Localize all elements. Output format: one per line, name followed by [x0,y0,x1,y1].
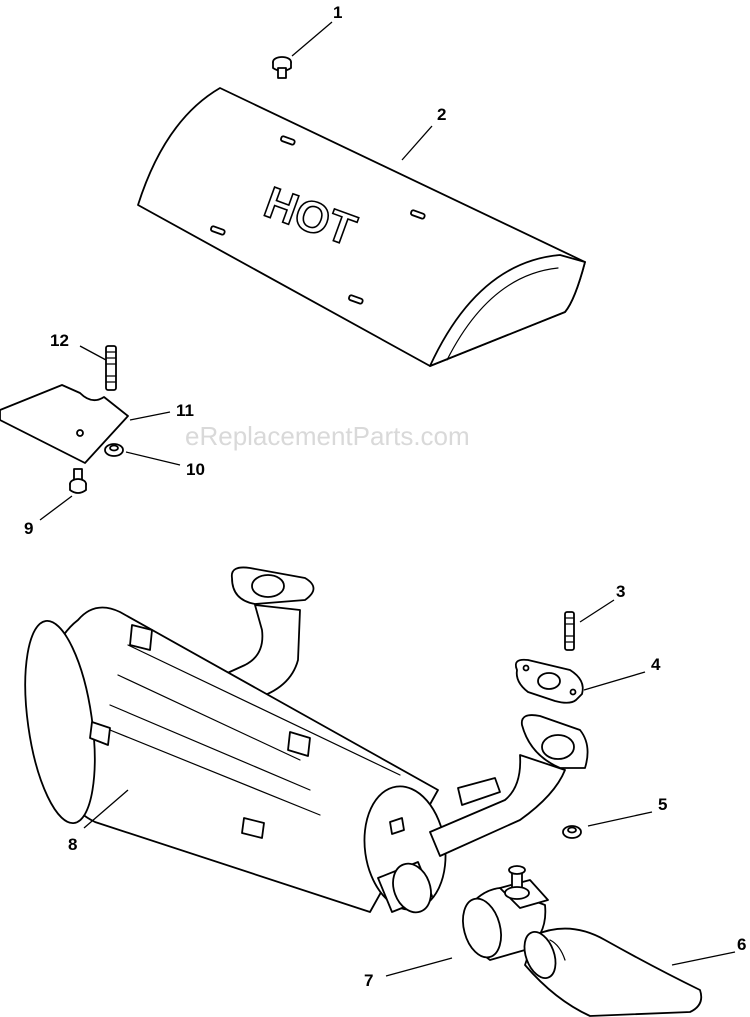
part-3-stud[interactable] [564,611,575,651]
part-9-screw[interactable] [69,468,87,494]
callout-2[interactable]: 2 [437,105,446,124]
part-10-nut[interactable] [104,443,124,457]
callout-4[interactable]: 4 [651,655,661,674]
part-1-screw[interactable] [272,56,292,79]
callout-5[interactable]: 5 [658,795,667,814]
callout-labels: 1 2 3 4 5 6 7 8 9 10 11 12 [24,3,746,990]
callout-11[interactable]: 11 [176,401,194,420]
part-2-heat-shield[interactable]: HOT [137,87,586,367]
part-8-muffler[interactable] [14,566,589,917]
callout-1[interactable]: 1 [333,3,342,22]
callout-10[interactable]: 10 [186,460,205,479]
part-4-gasket[interactable] [514,658,584,704]
callout-7[interactable]: 7 [364,971,373,990]
callout-8[interactable]: 8 [68,835,77,854]
callout-6[interactable]: 6 [737,935,746,954]
part-5-nut[interactable] [562,825,582,839]
part-6-tailpipe[interactable] [519,927,703,1017]
part-11-gasket[interactable] [0,384,129,464]
leader-lines [39,21,736,977]
callout-12[interactable]: 12 [50,331,69,350]
callout-3[interactable]: 3 [616,582,625,601]
watermark: eReplacementParts.com [185,421,470,451]
part-12-stud[interactable] [105,345,117,391]
callout-9[interactable]: 9 [24,519,33,538]
